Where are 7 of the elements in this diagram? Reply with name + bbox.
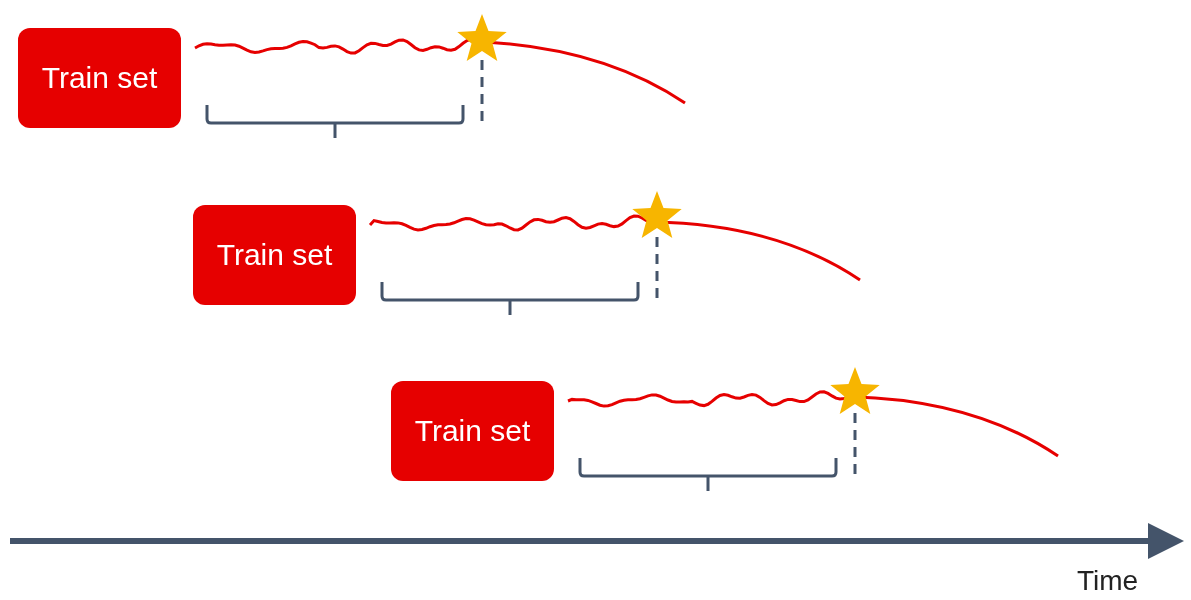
box-label: Train set [414,414,531,448]
rounded-box [391,381,554,481]
box-label: Train set [216,238,333,272]
rounded-box [193,205,356,305]
box-label: Train set [41,61,158,95]
axis-label: Time [1077,565,1139,597]
rounded-box [18,28,181,128]
